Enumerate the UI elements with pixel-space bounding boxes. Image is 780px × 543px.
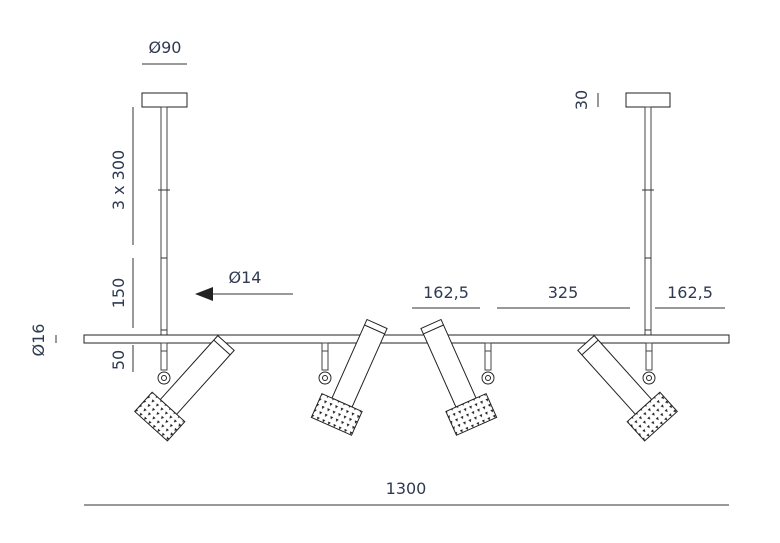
rod-segments-label: 3 x 300 bbox=[109, 150, 128, 210]
right-canopy bbox=[625, 92, 671, 108]
spotlight-1 bbox=[134, 327, 243, 442]
spot-mount-4 bbox=[642, 342, 656, 385]
spot-mount-1 bbox=[157, 342, 171, 385]
spacing-middle-label: 325 bbox=[548, 283, 579, 302]
spacing-right-label: 162,5 bbox=[667, 283, 713, 302]
bar-diameter-label: Ø16 bbox=[29, 324, 48, 357]
spotlight-4 bbox=[569, 327, 678, 442]
canopy-diameter-label: Ø90 bbox=[149, 38, 182, 57]
canopy-height-label: 30 bbox=[572, 90, 591, 110]
spot-mount-2 bbox=[318, 342, 332, 385]
spot-drop-label: 50 bbox=[109, 350, 128, 370]
spot-mount-3 bbox=[481, 342, 495, 385]
spacing-left-label: 162,5 bbox=[423, 283, 469, 302]
left-canopy bbox=[141, 92, 188, 108]
left-suspension bbox=[141, 92, 188, 336]
rod-diameter-label: Ø14 bbox=[229, 268, 262, 287]
right-suspension bbox=[625, 92, 671, 336]
track-bar bbox=[83, 334, 730, 344]
rod-diameter-arrow-icon bbox=[195, 287, 293, 301]
right-rod bbox=[644, 106, 652, 336]
left-rod bbox=[160, 106, 168, 336]
total-length-label: 1300 bbox=[386, 479, 427, 498]
rod-extra-label: 150 bbox=[109, 278, 128, 309]
